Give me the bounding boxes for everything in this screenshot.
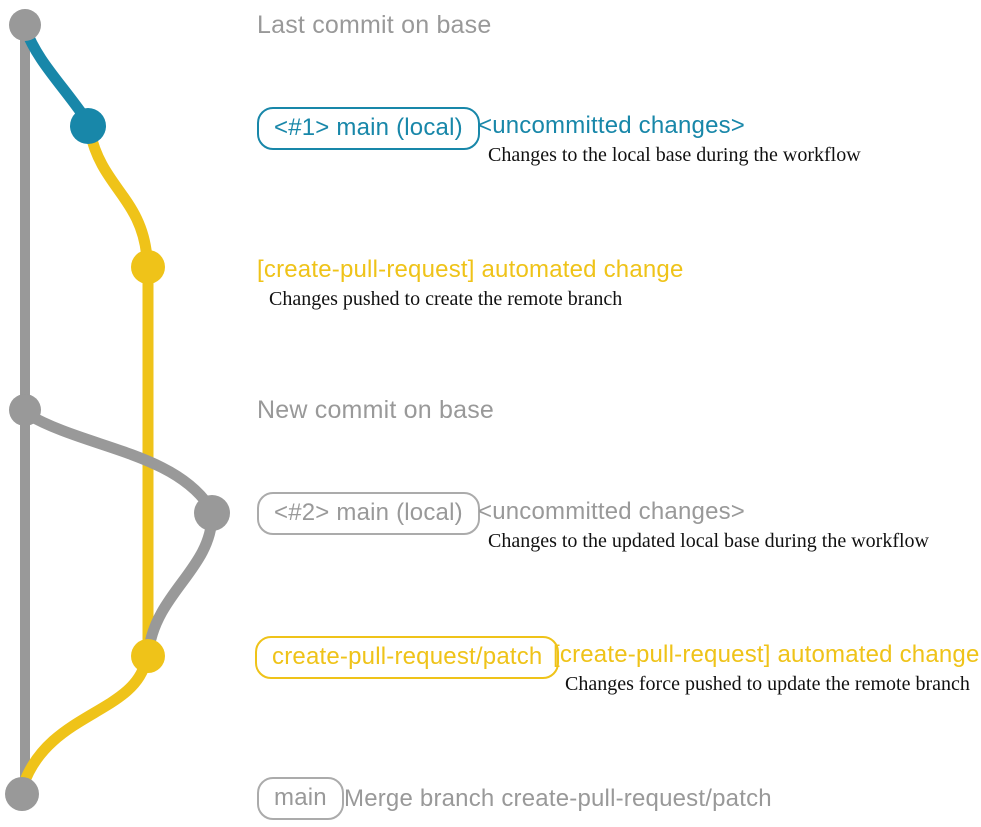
automated-change-note-1: Changes pushed to create the remote bran…: [269, 288, 623, 310]
uncommitted-changes-label-2: <uncommitted changes>: [478, 498, 746, 525]
automated-change-note-2: Changes force pushed to update the remot…: [565, 673, 970, 695]
uncommitted-changes-label-1: <uncommitted changes>: [478, 112, 746, 139]
commit-dot-local-main-1: [70, 108, 106, 144]
uncommitted-changes-note-2: Changes to the updated local base during…: [488, 530, 929, 552]
commit-dot-automated-change-2: [131, 639, 165, 673]
branch-badge-main-local-1: <#1> main (local): [257, 107, 480, 150]
commit-dot-automated-change: [131, 250, 165, 284]
automated-change-label-2: [create-pull-request] automated change: [553, 641, 980, 668]
rebase-curve: [143, 510, 218, 654]
merge-curve: [17, 654, 152, 792]
new-commit-label: New commit on base: [257, 396, 495, 424]
uncommitted-changes-note-1: Changes to the local base during the wor…: [488, 144, 861, 166]
automated-change-label-1: [create-pull-request] automated change: [257, 256, 684, 283]
updated-local-main-curve: [21, 408, 215, 512]
commit-dot-new-base: [9, 394, 41, 426]
branch-badge-main: main: [257, 777, 344, 820]
commit-dot-last-base: [9, 9, 41, 41]
local-main-branch-curve: [19, 22, 91, 124]
commit-dot-local-main-2: [194, 495, 230, 531]
merge-commit-label: Merge branch create-pull-request/patch: [344, 785, 772, 812]
commit-dot-merge: [5, 777, 39, 811]
commit-graph: [5, 9, 230, 811]
branch-badge-main-local-2: <#2> main (local): [257, 492, 480, 535]
branch-badge-patch: create-pull-request/patch: [255, 636, 560, 679]
last-commit-label: Last commit on base: [257, 11, 492, 39]
patch-branch-curve-upper: [84, 126, 153, 264]
